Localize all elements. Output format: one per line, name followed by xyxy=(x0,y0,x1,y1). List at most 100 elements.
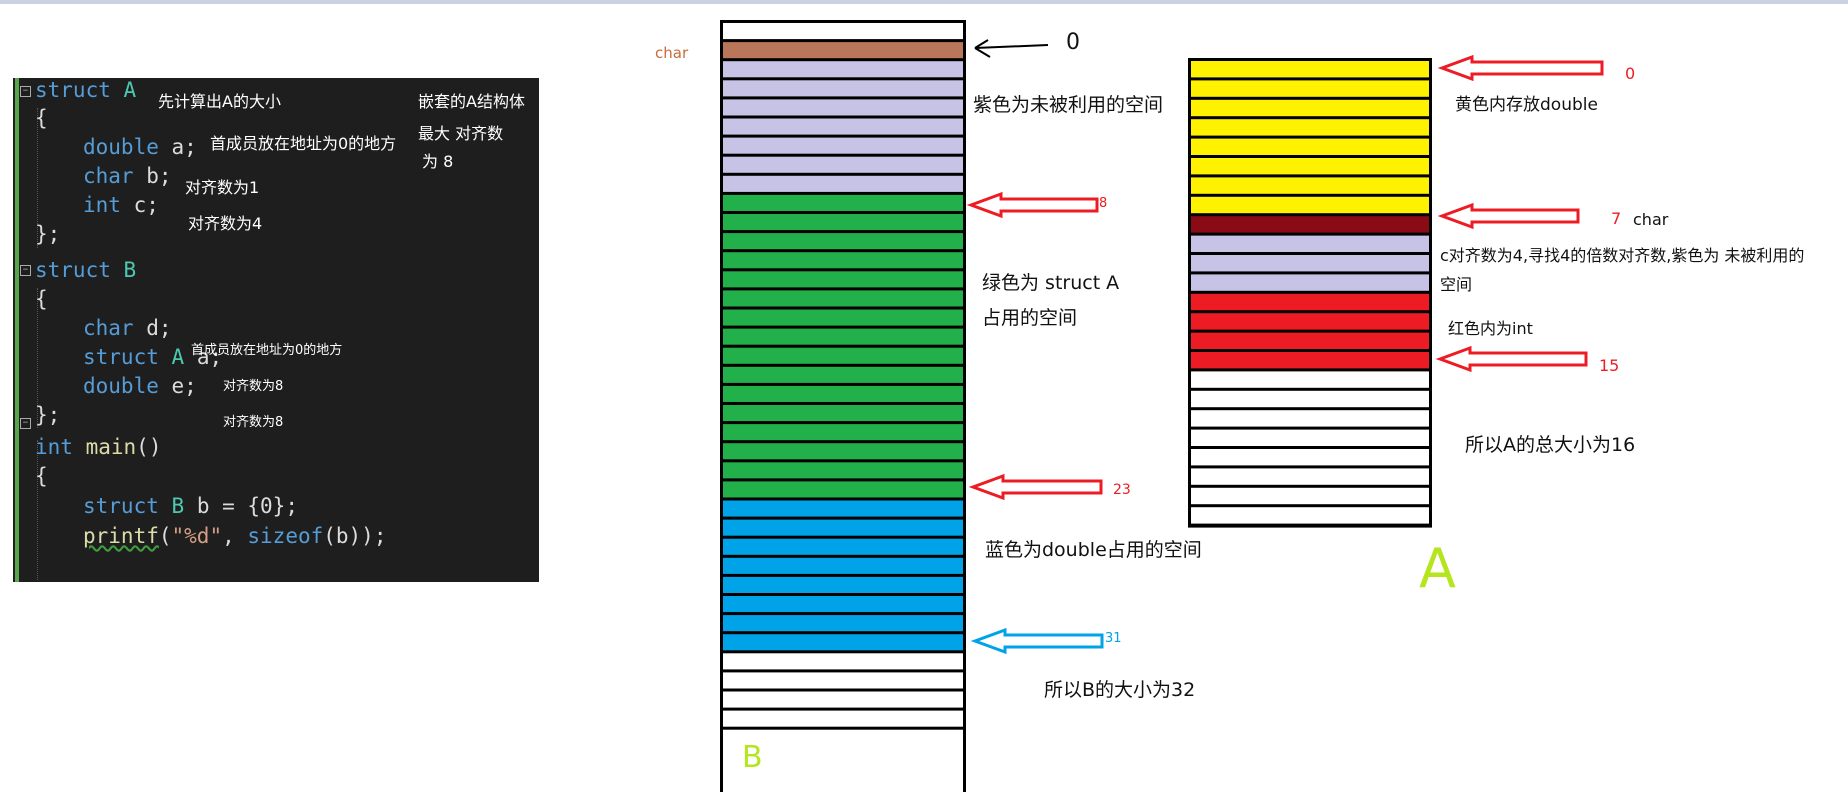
code-line: char d; xyxy=(83,316,172,340)
code-line: int main() xyxy=(35,435,161,459)
struct-a-cell xyxy=(1191,449,1429,466)
label-offset-23: 23 xyxy=(1113,482,1131,498)
struct-a-cell xyxy=(1191,468,1429,485)
struct-b-cell xyxy=(723,653,963,670)
annotation: 对齐数为8 xyxy=(223,379,284,394)
struct-a-cell xyxy=(1191,332,1429,349)
fold-toggle-icon[interactable]: − xyxy=(20,265,31,276)
label-size-a: 所以A的总大小为16 xyxy=(1465,434,1636,456)
struct-b-cell xyxy=(723,99,963,116)
arrow-a-offset-15 xyxy=(1435,345,1588,373)
letter-a: A xyxy=(1419,537,1456,600)
struct-b-cell xyxy=(723,385,963,402)
brace: }; xyxy=(35,403,61,427)
struct-b-cell xyxy=(723,290,963,307)
struct-b-cell xyxy=(723,405,963,422)
struct-b-cell xyxy=(723,366,963,383)
struct-b-cell xyxy=(723,538,963,555)
struct-b-cell xyxy=(723,309,963,326)
brace: { xyxy=(35,464,48,488)
code-line: { xyxy=(35,287,48,311)
arrow-a-offset-0 xyxy=(1437,54,1604,82)
struct-b-cell xyxy=(723,42,963,59)
type: double xyxy=(83,374,159,398)
struct-b-cell xyxy=(723,691,963,708)
struct-b-cell xyxy=(723,634,963,651)
code-line: struct B b = {0}; xyxy=(83,494,298,518)
struct-b-cell xyxy=(723,729,963,792)
struct-b-cell xyxy=(723,118,963,135)
arrow-b-offset-0 xyxy=(974,39,1049,58)
parens: () xyxy=(136,435,162,459)
annotation: 对齐数为4 xyxy=(188,214,263,233)
struct-a-cell xyxy=(1191,371,1429,388)
struct-b-cell xyxy=(723,23,963,40)
struct-a-cell xyxy=(1191,99,1429,117)
struct-b-cell xyxy=(723,500,963,517)
indent-guide xyxy=(37,108,38,248)
arrow-offset-31 xyxy=(970,627,1104,655)
code-line: printf("%d", sizeof(b)); xyxy=(83,524,387,548)
arrow-a-offset-7 xyxy=(1437,202,1580,230)
struct-a-cell xyxy=(1191,61,1429,78)
struct-a-cell xyxy=(1191,507,1429,524)
identifier: a; xyxy=(196,345,223,369)
struct-b-cell xyxy=(723,347,963,364)
struct-a-cell xyxy=(1191,196,1429,214)
struct-a-cell xyxy=(1191,487,1429,505)
struct-a-cell xyxy=(1191,410,1429,427)
code-line: double a; xyxy=(83,135,197,159)
label-fifteen: 15 xyxy=(1599,356,1620,375)
code-editor-snippet: − − − struct A { double a; char b; int c… xyxy=(13,78,539,582)
struct-b-cell xyxy=(723,328,963,345)
struct-a-cell xyxy=(1191,80,1429,97)
label-size-b: 所以B的大小为32 xyxy=(1044,679,1196,701)
identifier: e; xyxy=(171,374,197,398)
string-literal: "%d" xyxy=(171,524,223,548)
label-red: 红色内为int xyxy=(1448,319,1533,338)
keyword: int xyxy=(35,435,73,459)
code-line: int c; xyxy=(83,193,159,217)
label-yellow: 黄色内存放double xyxy=(1455,95,1598,115)
struct-b-cell xyxy=(723,271,963,288)
arrow-offset-8 xyxy=(966,191,1099,219)
struct-b-cell xyxy=(723,443,963,460)
indent-guide xyxy=(37,440,38,580)
label-green-1: 绿色为 struct A xyxy=(982,272,1120,294)
struct-a-cell xyxy=(1191,293,1429,311)
struct-b-cell xyxy=(723,424,963,441)
code-line: }; xyxy=(35,403,60,427)
struct-b-cell xyxy=(723,61,963,78)
struct-b-cell xyxy=(723,557,963,574)
code-line: struct A a; xyxy=(83,345,222,369)
label-zero-a: 0 xyxy=(1625,64,1636,83)
label-zero-b: 0 xyxy=(1066,30,1080,55)
type-name: B xyxy=(123,258,137,282)
label-blue: 蓝色为double占用的空间 xyxy=(985,539,1202,561)
letter-b: B xyxy=(742,740,763,775)
code-line: char b; xyxy=(83,164,172,188)
fold-toggle-icon[interactable]: − xyxy=(20,86,31,97)
annotation: 先计算出A的大小 xyxy=(158,92,281,111)
initializer: {0}; xyxy=(247,494,298,518)
struct-b-cell xyxy=(723,214,963,231)
fold-toggle-icon[interactable]: − xyxy=(20,418,31,429)
label-offset-31: 31 xyxy=(1105,631,1122,646)
struct-b-cell xyxy=(723,462,963,479)
identifier: a; xyxy=(171,135,197,159)
struct-a-cell xyxy=(1191,138,1429,155)
code-line: struct B xyxy=(35,258,136,282)
struct-a-cell xyxy=(1191,158,1429,175)
struct-b-cell xyxy=(723,175,963,192)
identifier: d; xyxy=(146,316,172,340)
struct-b-cell xyxy=(723,519,963,536)
code-line: double e; xyxy=(83,374,197,398)
struct-a-cell xyxy=(1191,390,1429,408)
struct-b-cell xyxy=(723,576,963,593)
arrow-offset-23 xyxy=(968,473,1103,501)
brace: { xyxy=(35,106,48,130)
label-seven: 7 xyxy=(1611,209,1622,228)
struct-a-cell xyxy=(1191,313,1429,330)
struct-a-cell xyxy=(1191,352,1429,369)
